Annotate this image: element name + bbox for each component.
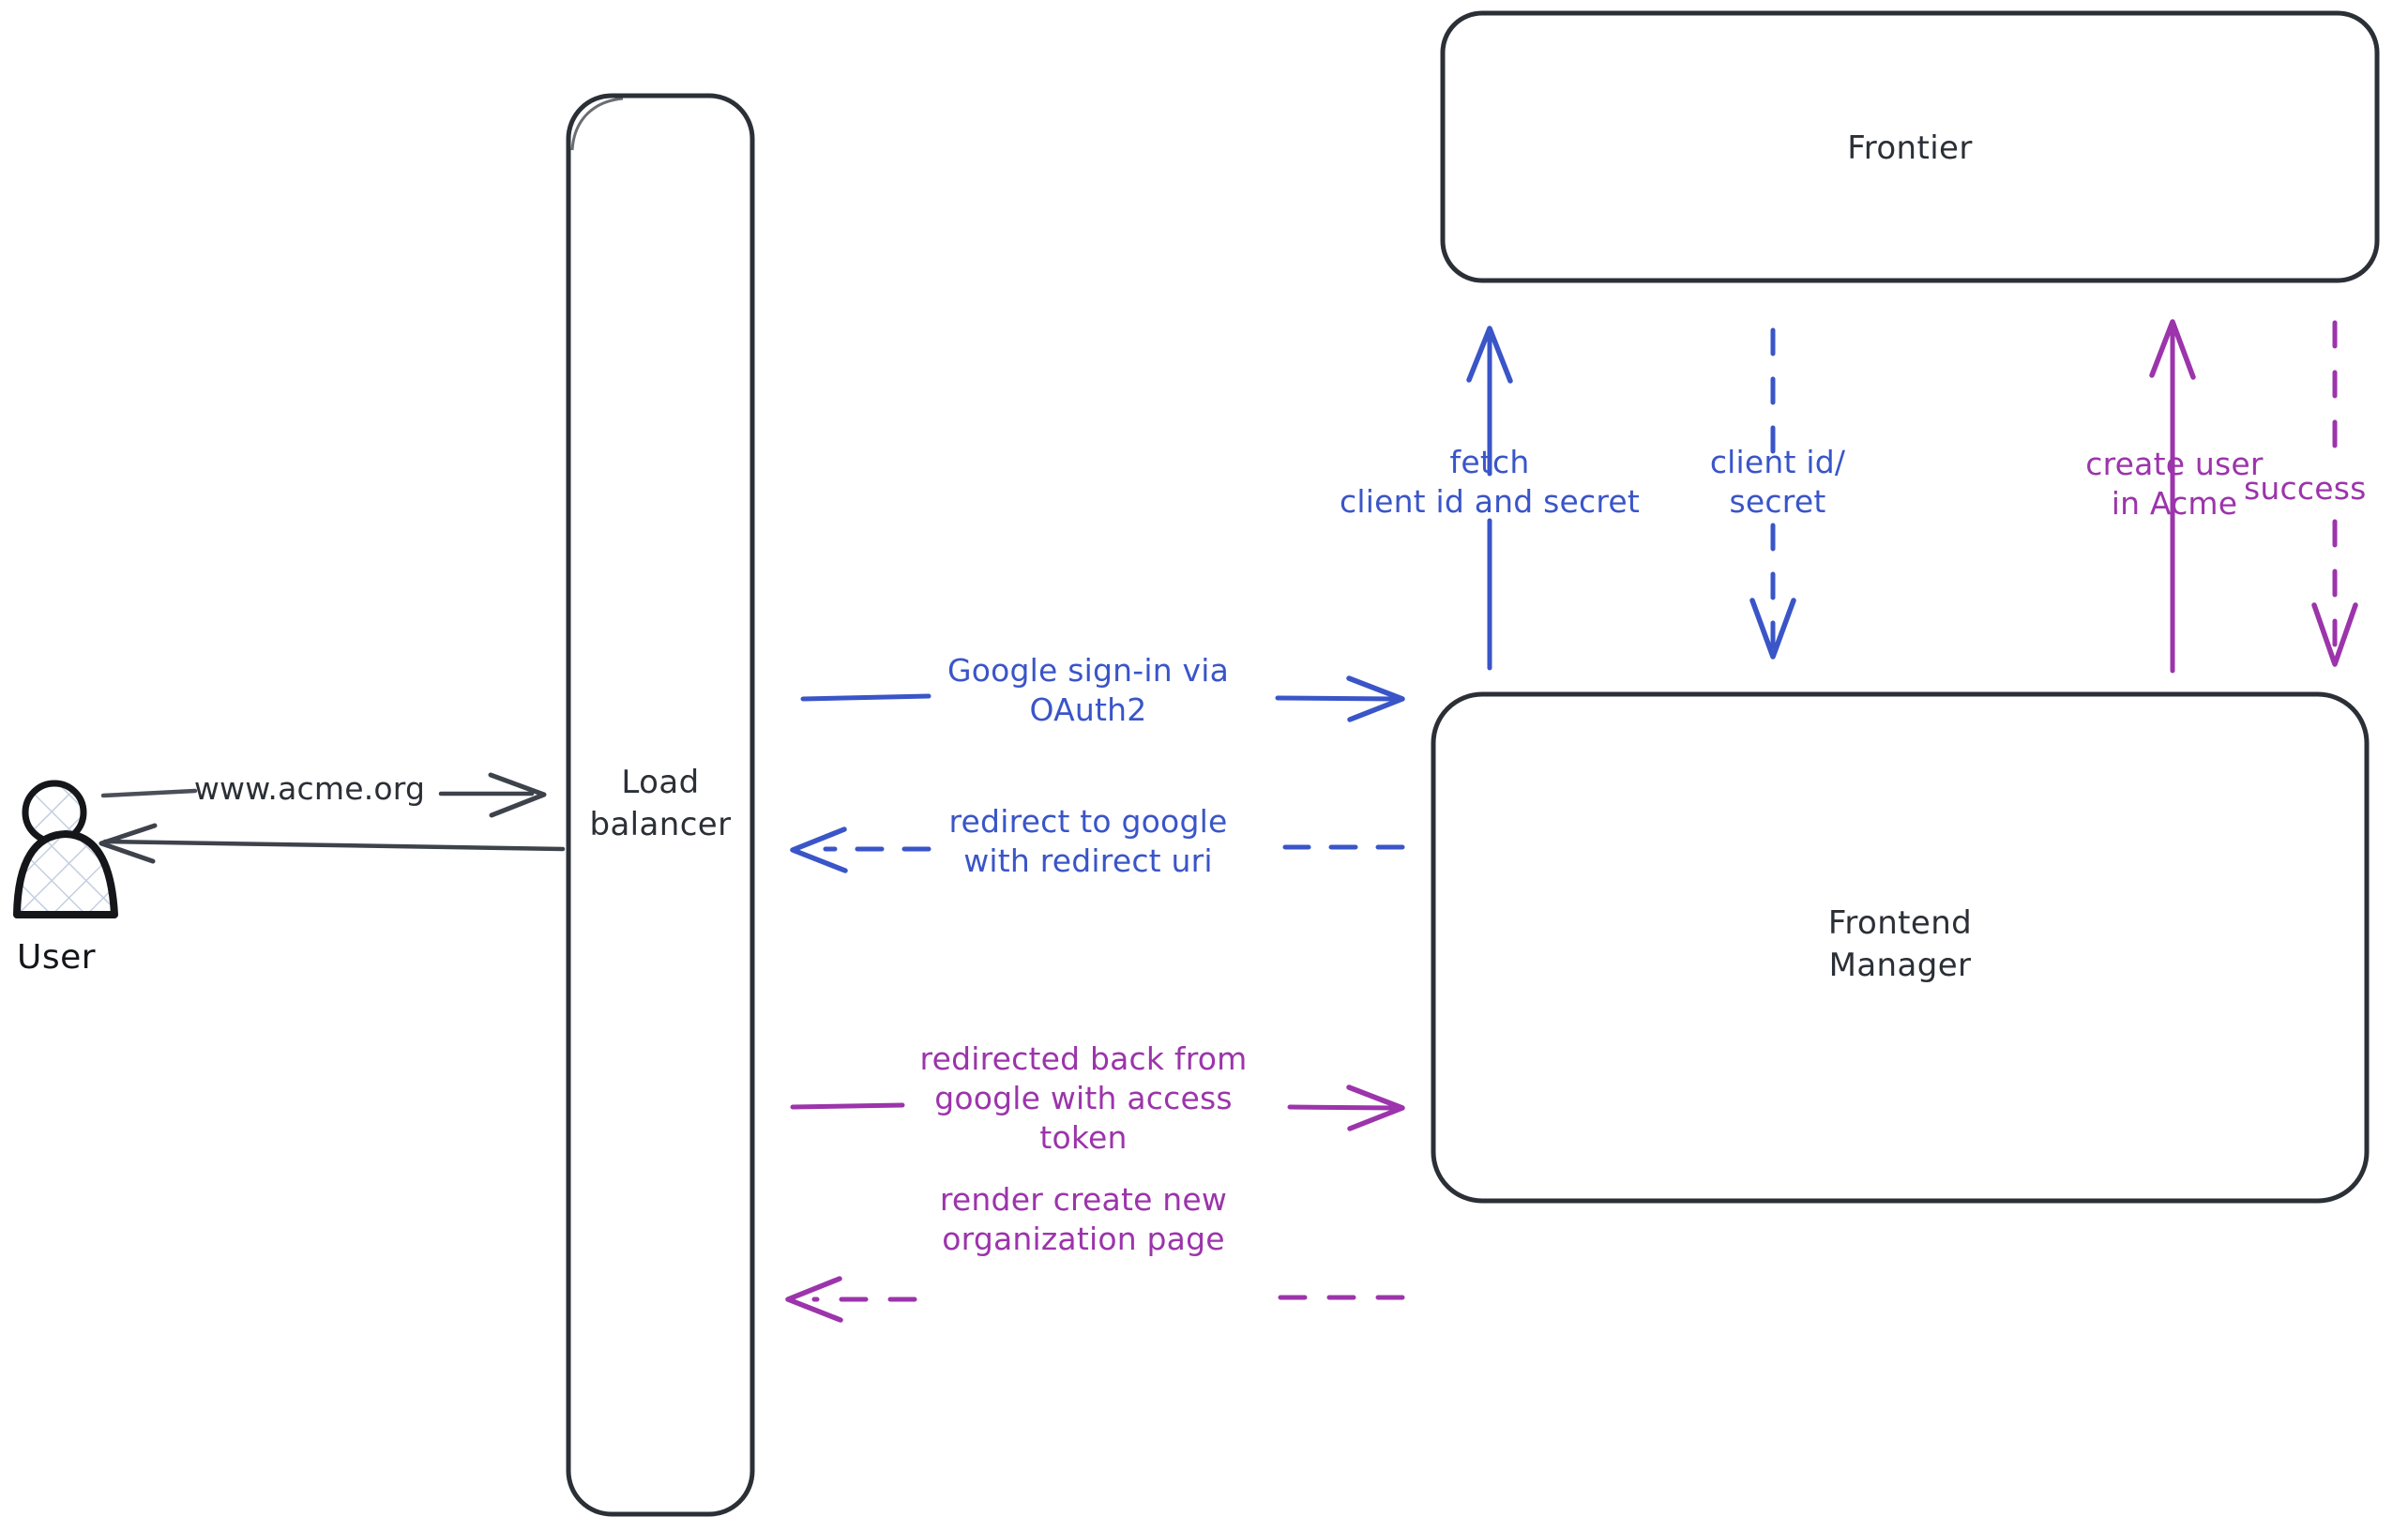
node-frontend-manager[interactable]	[1431, 691, 2370, 1204]
edge-lb-to-fm-token	[790, 1085, 1405, 1131]
edge-fm-to-lb-redirect	[790, 827, 1405, 873]
person-icon	[13, 780, 118, 918]
edge-fm-to-frontier-fetch	[1466, 326, 1513, 671]
edge-frontier-to-fm-creds	[1749, 327, 1796, 660]
edge-user-to-lb	[100, 772, 547, 818]
node-frontier[interactable]	[1440, 10, 2380, 283]
edge-frontier-to-fm-success	[2311, 320, 2358, 667]
edge-lb-to-fm-signin	[800, 675, 1405, 722]
edge-fm-to-frontier-create	[2149, 319, 2196, 674]
actor-label-user: User	[17, 938, 97, 977]
edge-fm-to-lb-render	[785, 1276, 1405, 1323]
node-load-balancer[interactable]	[566, 93, 755, 1517]
edge-lb-to-user	[98, 823, 566, 864]
